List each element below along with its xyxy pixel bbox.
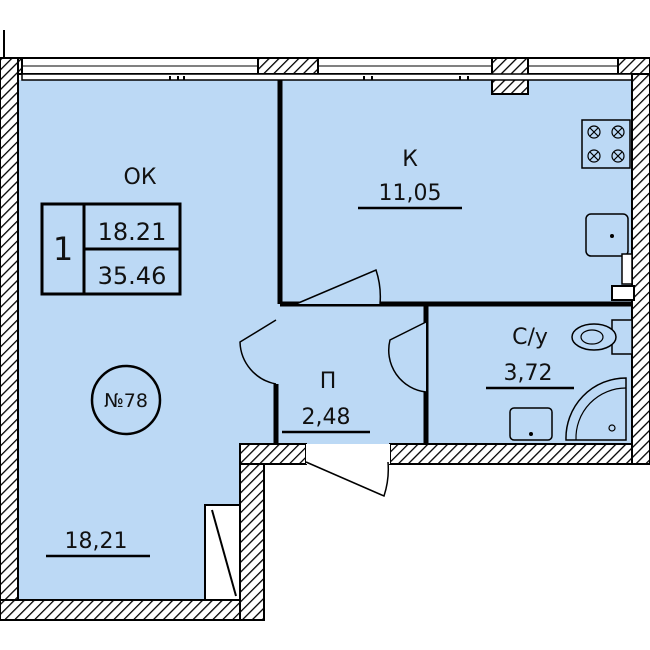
riser: [611, 285, 635, 301]
balcony-door-leaf: [211, 509, 237, 597]
hatched-wall: [239, 443, 307, 465]
kitchen-name: К: [402, 147, 418, 172]
kitchen-sink: [585, 213, 629, 257]
rooms-count: 1: [53, 230, 73, 268]
watermark-text: циан: [418, 524, 521, 576]
window-sill: [21, 73, 633, 81]
toilet: [571, 319, 633, 355]
apartment-info-box: 1 18.21 35.46: [40, 202, 182, 296]
hatched-wall: [617, 57, 650, 75]
door-swing: [239, 319, 277, 385]
hatched-wall: [0, 599, 265, 621]
stove: [581, 119, 631, 169]
door-swing: [387, 321, 427, 393]
hallway-area: 2,48: [302, 405, 351, 430]
apartment-number-circle: [90, 364, 162, 436]
bathroom-name: С/у: [512, 325, 548, 350]
hallway-name: П: [320, 369, 337, 394]
hatched-wall: [389, 443, 650, 465]
kitchen-area: 11,05: [379, 181, 442, 206]
socket-marks: [169, 76, 469, 80]
hatched-wall: [257, 57, 319, 75]
bathroom-area: 3,72: [504, 361, 553, 386]
cian-watermark: циан: [371, 501, 521, 576]
living-area-value: 18.21: [98, 218, 167, 246]
bathroom-sink: [509, 407, 553, 441]
entrance-door-swing: [305, 461, 390, 498]
shower-tray: [565, 377, 627, 441]
hatched-wall: [0, 57, 19, 621]
hatched-wall: [239, 443, 265, 621]
hatched-wall: [631, 73, 650, 465]
living-room-area: 18,21: [65, 529, 128, 554]
total-area-value: 35.46: [98, 262, 167, 290]
entrance-opening: [306, 444, 390, 464]
riser: [621, 253, 633, 285]
apartment-number: №78: [104, 390, 148, 412]
living-room-name: ОК: [124, 165, 157, 190]
balcony-door-frame: [204, 504, 241, 601]
door-swing: [295, 268, 382, 305]
